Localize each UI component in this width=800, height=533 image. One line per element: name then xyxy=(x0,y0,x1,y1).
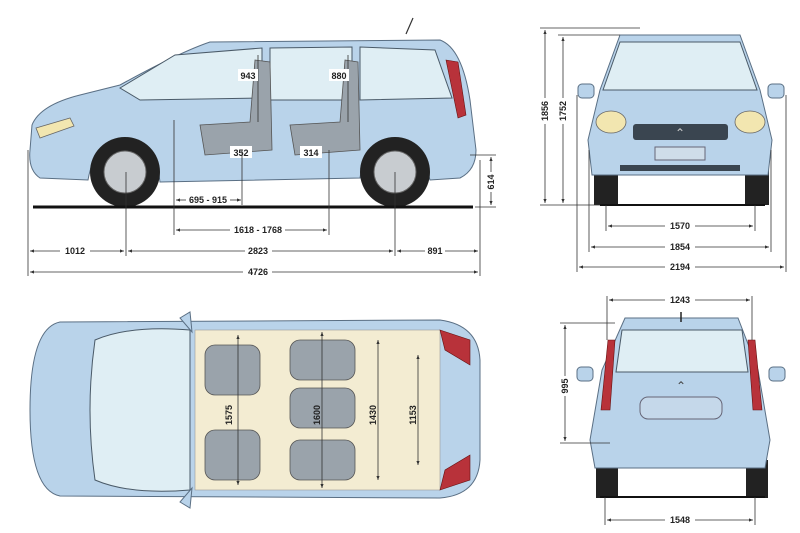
right-headlight xyxy=(734,110,766,134)
top-tail-light xyxy=(439,454,471,491)
label-bg xyxy=(329,69,349,81)
grille xyxy=(633,124,728,140)
front-left-tyre xyxy=(594,170,618,205)
side-windows xyxy=(119,46,453,101)
chevron-logo-icon: ⌃ xyxy=(676,379,686,393)
front-overhang: 1012 xyxy=(65,246,85,256)
rear-track: 1548 xyxy=(670,515,690,525)
front-rim xyxy=(103,150,147,194)
row2-seat-center xyxy=(289,387,356,429)
top-right-mirror xyxy=(179,486,193,509)
rear-left-light xyxy=(600,339,616,411)
height-with-rails: 1856 xyxy=(540,101,550,121)
rear-plate-recess xyxy=(639,396,723,420)
wheelbase: 2823 xyxy=(248,246,268,256)
row2-seat xyxy=(199,59,273,156)
antenna xyxy=(405,17,414,35)
tailgate-opening-height: 995 xyxy=(560,378,570,393)
row2-legroom: 695 - 915 xyxy=(189,195,227,205)
chevron-logo-icon: ⌃ xyxy=(675,126,685,140)
rear-right-tyre xyxy=(746,460,768,498)
rear-right-light xyxy=(747,339,763,411)
seat-height-row3: 880 xyxy=(331,71,346,81)
right-mirror xyxy=(767,83,785,99)
side-view: 943 880 352 314 695 - 915 1618 - 1768 10… xyxy=(27,17,497,277)
top-left-mirror xyxy=(179,311,193,334)
left-mirror xyxy=(577,83,595,99)
overall-width: 1854 xyxy=(670,242,690,252)
cargo-length: 1618 - 1768 xyxy=(234,225,282,235)
width-4: 1153 xyxy=(408,405,418,425)
front-plate xyxy=(654,146,706,161)
front-view: ⌃ 1856 1752 1570 1854 2194 xyxy=(539,27,787,272)
front-track: 1570 xyxy=(670,221,690,231)
seat-depth-row2: 352 xyxy=(233,148,248,158)
sill-height: 614 xyxy=(486,174,496,189)
label-bg xyxy=(300,146,322,158)
label-bg xyxy=(557,98,569,124)
rear-left-mirror xyxy=(576,366,594,382)
seat-depth-row3: 314 xyxy=(303,148,318,158)
row3-seat xyxy=(289,59,361,156)
label-bg xyxy=(238,69,258,81)
seat-height-row2: 943 xyxy=(240,71,255,81)
overall-length: 4726 xyxy=(248,267,268,277)
rear-left-tyre xyxy=(596,460,618,498)
width-with-mirrors: 2194 xyxy=(670,262,690,272)
front-right-seat xyxy=(204,429,261,481)
top-view: 1575 1600 1430 1153 xyxy=(29,311,481,509)
side-headlight xyxy=(35,117,75,139)
side-tail-light xyxy=(445,59,467,119)
width-3: 1430 xyxy=(368,405,378,425)
top-windscreen xyxy=(89,328,191,492)
rear-window xyxy=(615,329,749,373)
rear-right-mirror xyxy=(768,366,786,382)
width-2: 1600 xyxy=(312,405,322,425)
front-left-seat xyxy=(204,344,261,396)
row2-seat-left xyxy=(289,339,356,381)
top-tail-light xyxy=(439,329,471,366)
left-headlight xyxy=(595,110,627,134)
lower-grille xyxy=(620,165,740,171)
front-right-tyre xyxy=(745,170,769,205)
rear-view: ⌃ 1243 995 1548 xyxy=(559,295,786,525)
overall-height: 1752 xyxy=(558,101,568,121)
rear-overhang: 891 xyxy=(427,246,442,256)
label-bg xyxy=(559,376,571,396)
windscreen xyxy=(602,41,758,91)
label-bg xyxy=(230,146,252,158)
row2-seat-right xyxy=(289,439,356,481)
label-bg xyxy=(539,98,551,124)
tailgate-opening-width: 1243 xyxy=(670,295,690,305)
label-bg xyxy=(485,172,497,192)
width-1: 1575 xyxy=(224,405,234,425)
